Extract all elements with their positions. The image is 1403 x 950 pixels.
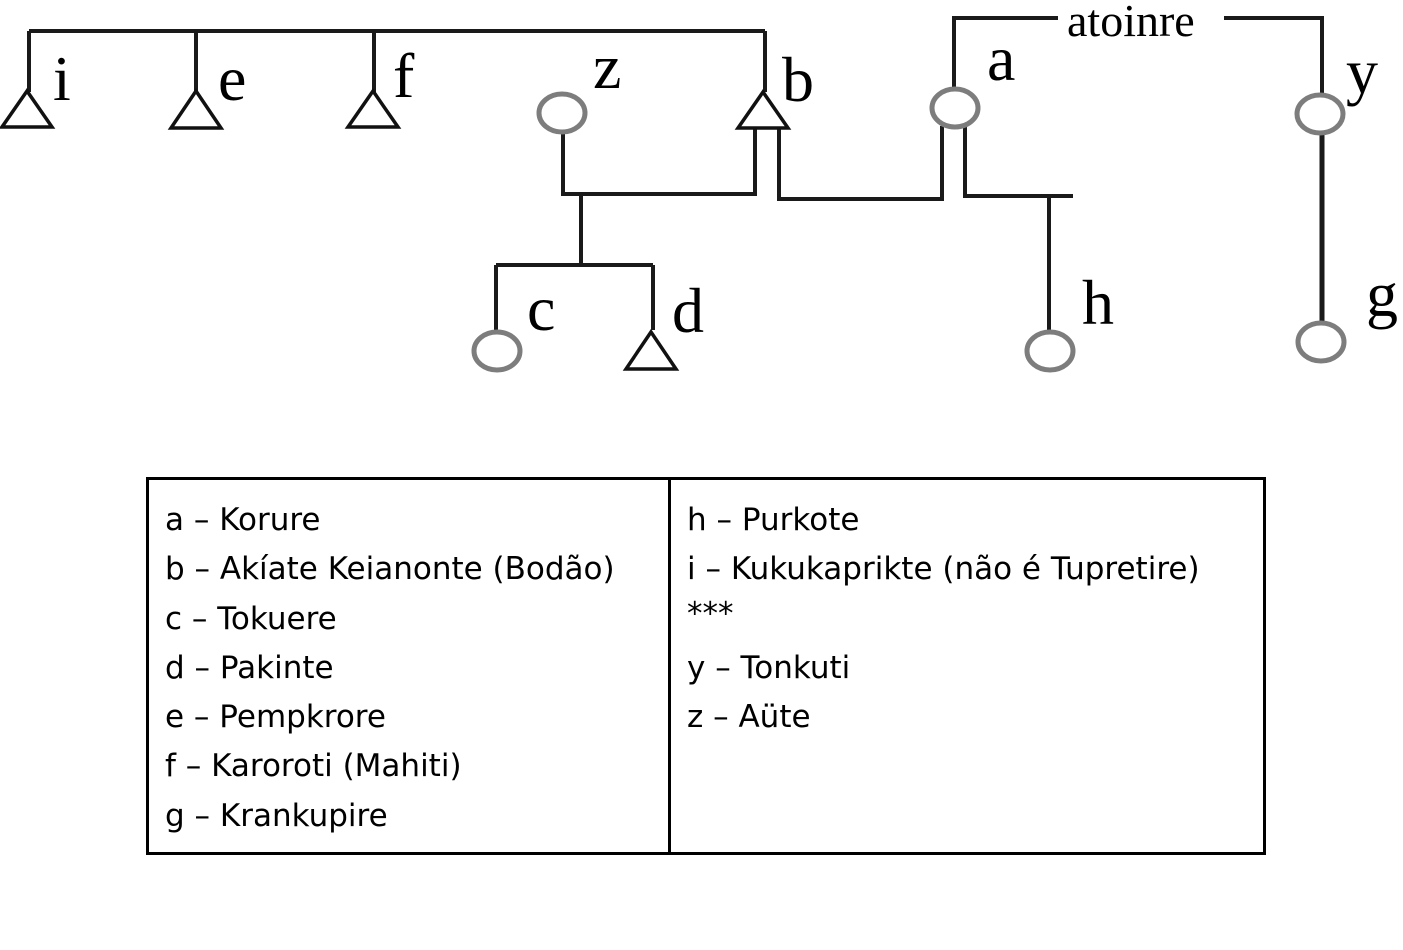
- node-i-symbol: [0, 87, 56, 129]
- legend-entry-e: e – Pempkrore: [165, 699, 386, 736]
- node-f-label: f: [393, 40, 415, 111]
- legend-column-right: h – Purkote i – Kukukaprikte (não é Tupr…: [671, 480, 1263, 852]
- node-b-symbol: [734, 88, 792, 130]
- node-i-label: i: [53, 43, 71, 114]
- sibling-bar: [27, 29, 767, 92]
- node-z-label: z: [593, 31, 621, 102]
- legend-entry-c: c – Tokuere: [165, 600, 337, 637]
- node-c-label: c: [527, 273, 555, 344]
- legend-entry-d: d – Pakinte: [165, 649, 334, 686]
- marriage-b-a: [777, 126, 944, 201]
- descent-a-h: [963, 126, 1073, 332]
- node-a-label: a: [987, 23, 1015, 94]
- legend-table: a – Korure b – Akíate Keianonte (Bodão) …: [146, 477, 1266, 855]
- node-g-label: g: [1366, 259, 1398, 330]
- legend-entry-y: y – Tonkuti: [687, 649, 851, 686]
- node-z-symbol: [536, 91, 588, 135]
- node-c-symbol: [471, 329, 523, 373]
- legend-entry-b: b – Akíate Keianonte (Bodão): [165, 551, 615, 588]
- node-a-symbol: [929, 86, 981, 130]
- legend-entry-a: a – Korure: [165, 502, 321, 538]
- legend-column-left: a – Korure b – Akíate Keianonte (Bodão) …: [149, 480, 671, 852]
- node-d-symbol: [622, 328, 680, 371]
- legend-entry-g: g – Krankupire: [165, 797, 388, 834]
- node-h-symbol: [1024, 329, 1076, 373]
- node-e-symbol: [167, 87, 225, 130]
- legend-entry-h: h – Purkote: [687, 502, 860, 538]
- node-f-symbol: [344, 87, 402, 129]
- node-h-label: h: [1082, 267, 1114, 338]
- node-y-label: y: [1346, 36, 1378, 107]
- relation-atoinre-label: atoinre: [1067, 0, 1195, 46]
- relation-atoinre: atoinre: [952, 0, 1324, 96]
- node-b-label: b: [782, 44, 814, 115]
- node-g-symbol: [1295, 320, 1347, 364]
- legend-entry-i: i – Kukukaprikte (não é Tupretire): [687, 551, 1200, 588]
- node-y-symbol: [1294, 92, 1346, 136]
- legend-entry-z: z – Aüte: [687, 698, 811, 735]
- legend-separator: ***: [687, 595, 734, 632]
- legend-entry-f: f – Karoroti (Mahiti): [165, 748, 462, 785]
- node-e-label: e: [218, 43, 246, 114]
- node-d-label: d: [672, 275, 704, 346]
- marriage-z-b: [494, 128, 757, 332]
